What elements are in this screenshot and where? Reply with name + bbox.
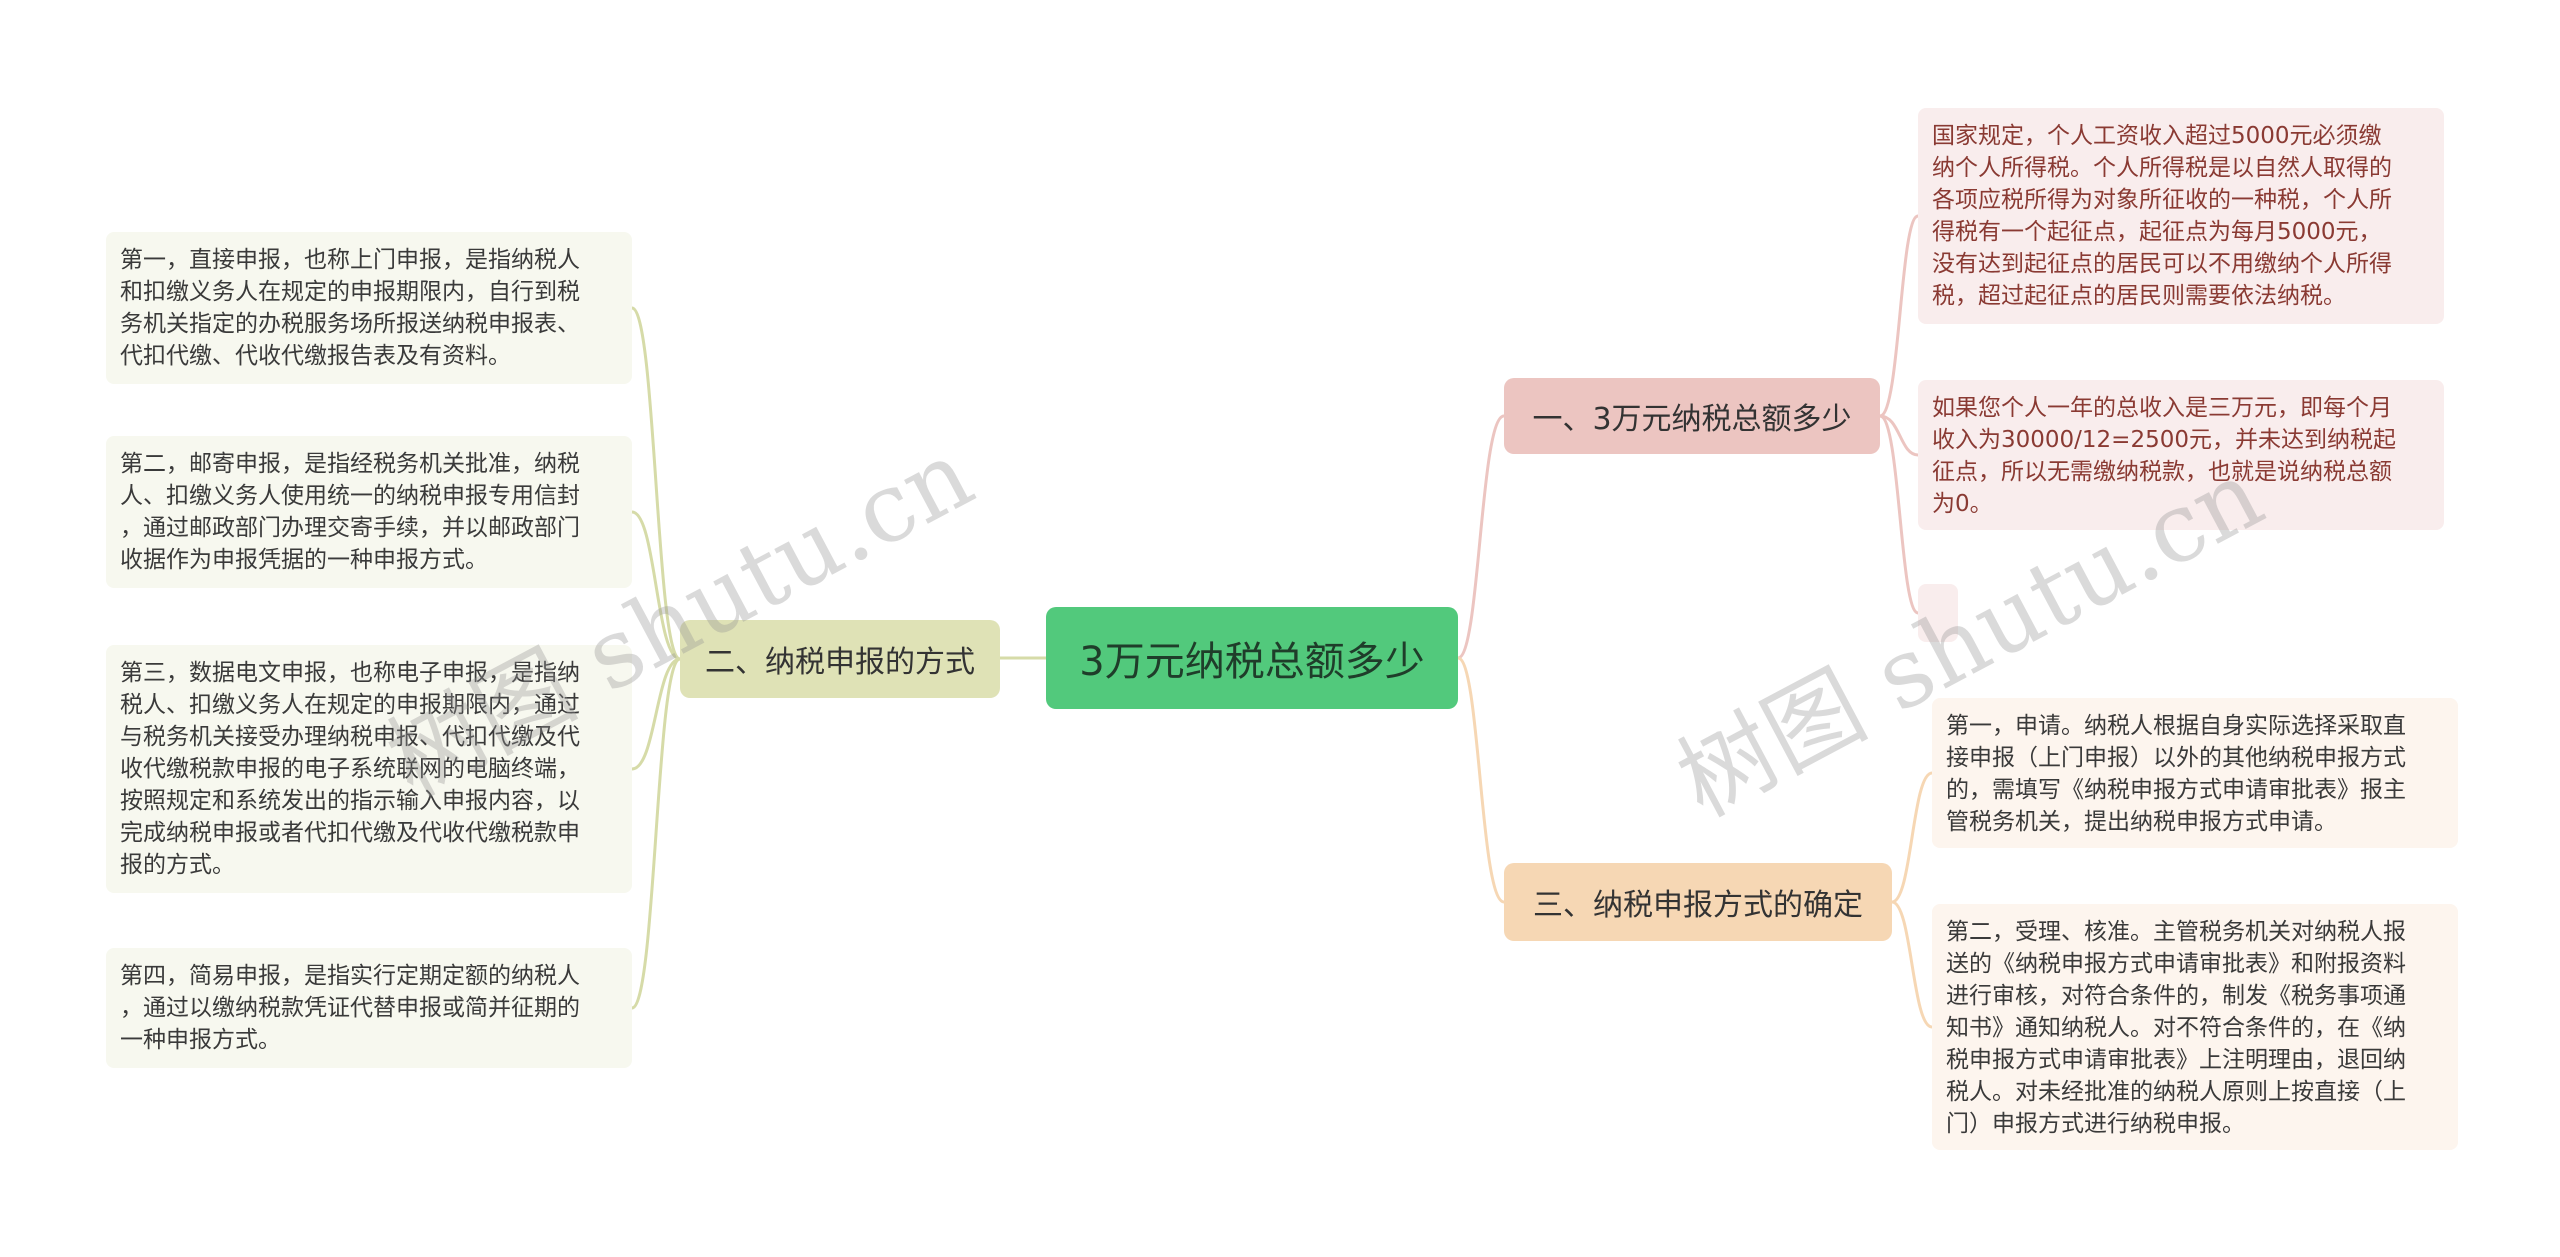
leaf-tax-calculation[interactable]: 如果您个人一年的总收入是三万元，即每个月 收入为30000/12=2500元，并… (1918, 380, 2444, 530)
link-r1-leaf3 (1879, 414, 1919, 615)
branch-label: 二、纳税申报的方式 (705, 645, 975, 680)
link-left-l2 (631, 510, 681, 661)
branch-label: 三、纳税申报方式的确定 (1533, 888, 1863, 923)
link-r2-leaf1 (1891, 771, 1933, 904)
root-label: 3万元纳税总额多少 (1079, 639, 1425, 685)
link-r1-leaf2 (1879, 414, 1919, 457)
leaf-direct-filing[interactable]: 第一，直接申报，也称上门申报，是指纳税人 和扣缴义务人在规定的申报期限内，自行到… (106, 232, 632, 384)
link-root-right1 (1457, 414, 1505, 660)
link-left-l4 (631, 657, 681, 1010)
root-node[interactable]: 3万元纳税总额多少 (1046, 607, 1458, 709)
link-r2-leaf2 (1891, 900, 1933, 1029)
link-r1-leaf1 (1879, 214, 1919, 418)
link-root-right2 (1457, 656, 1505, 904)
leaf-electronic-filing[interactable]: 第三，数据电文申报，也称电子申报，是指纳 税人、扣缴义务人在规定的申报期限内，通… (106, 645, 632, 893)
branch-filing-methods[interactable]: 二、纳税申报的方式 (680, 620, 1000, 698)
link-left-l3 (631, 657, 681, 771)
leaf-application[interactable]: 第一，申请。纳税人根据自身实际选择采取直 接申报（上门申报）以外的其他纳税申报方… (1932, 698, 2458, 848)
leaf-tax-rules[interactable]: 国家规定，个人工资收入超过5000元必须缴 纳个人所得税。个人所得税是以自然人取… (1918, 108, 2444, 324)
branch-tax-amount[interactable]: 一、3万元纳税总额多少 (1504, 378, 1880, 454)
leaf-simple-filing[interactable]: 第四，简易申报，是指实行定期定额的纳税人 ，通过以缴纳税款凭证代替申报或简并征期… (106, 948, 632, 1068)
branch-method-determination[interactable]: 三、纳税申报方式的确定 (1504, 863, 1892, 941)
leaf-empty[interactable] (1918, 584, 1958, 642)
link-left-l1 (631, 306, 681, 661)
leaf-mail-filing[interactable]: 第二，邮寄申报，是指经税务机关批准，纳税 人、扣缴义务人使用统一的纳税申报专用信… (106, 436, 632, 588)
branch-label: 一、3万元纳税总额多少 (1532, 402, 1852, 437)
leaf-approval[interactable]: 第二，受理、核准。主管税务机关对纳税人报 送的《纳税申报方式申请审批表》和附报资… (1932, 904, 2458, 1150)
